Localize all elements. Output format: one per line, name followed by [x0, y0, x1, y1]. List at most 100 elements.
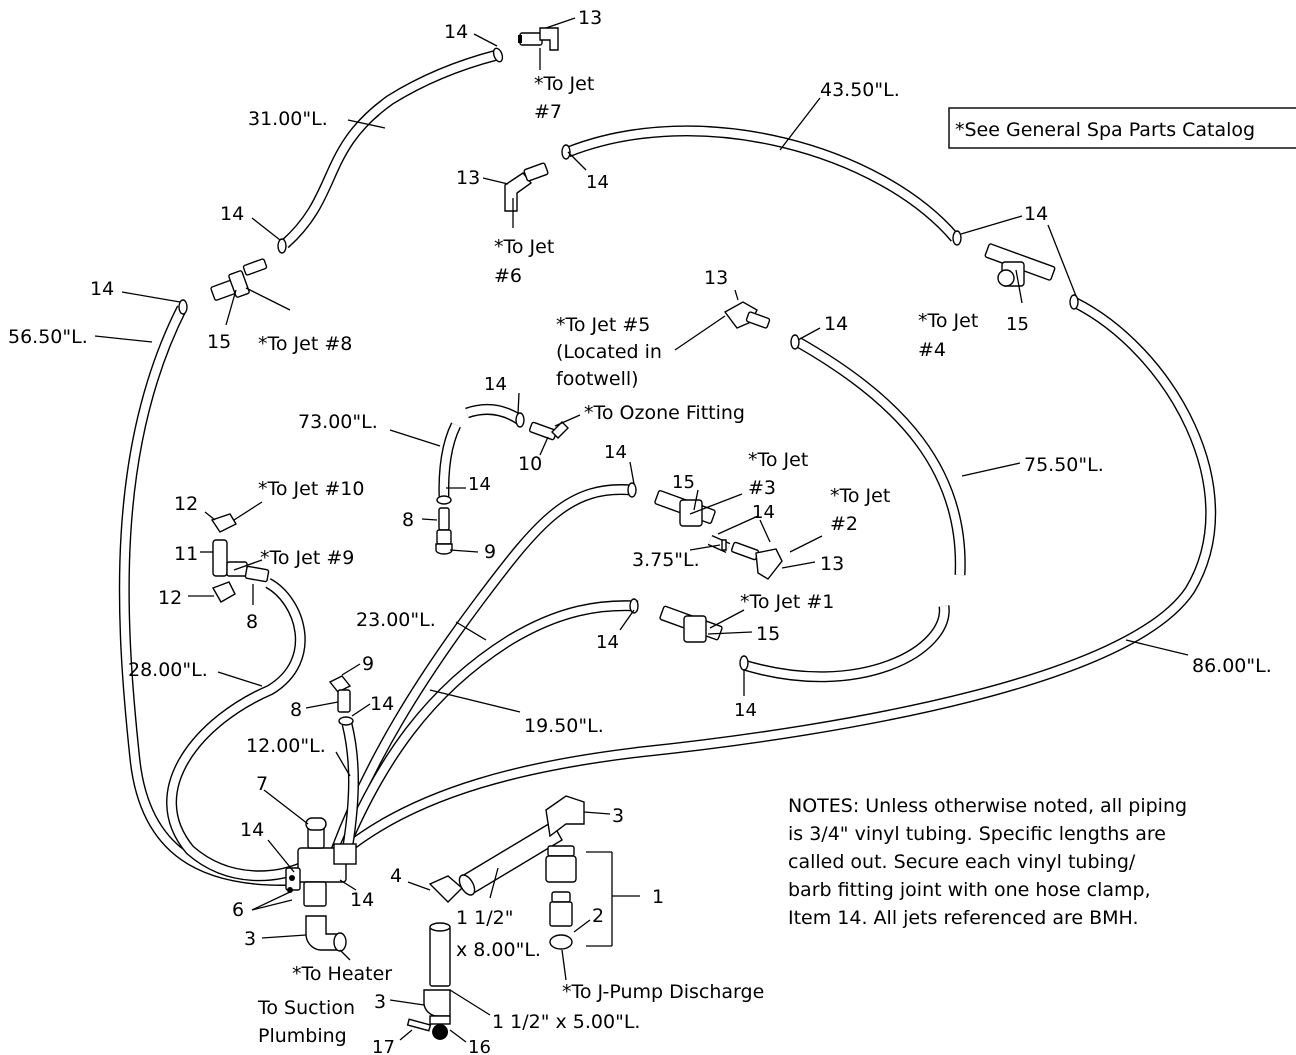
item-16: 16 [468, 1037, 491, 1055]
item-12: 12 [174, 493, 198, 515]
item-11: 11 [174, 543, 198, 565]
item-14: 14 [90, 278, 114, 300]
clamp-jet8-top [277, 238, 287, 254]
item-14: 14 [596, 632, 619, 653]
item-2: 2 [592, 905, 604, 927]
length-19: 19.50"L. [524, 715, 604, 737]
length-43: 43.50"L. [820, 79, 900, 101]
dest-jpump: *To J-Pump Discharge [562, 981, 764, 1003]
item-14: 14 [604, 442, 627, 463]
item-4: 4 [390, 865, 402, 887]
clamp-jet3 [627, 482, 637, 498]
dest-jet5-c: footwell) [556, 368, 639, 390]
item-13: 13 [578, 7, 602, 29]
clamp-jet1-left [629, 598, 639, 614]
dest-jet3-a: *To Jet [748, 449, 808, 471]
item-1: 1 [652, 886, 664, 908]
hose-86 [341, 297, 1217, 855]
length-12: 12.00"L. [246, 735, 326, 757]
hose-31 [281, 49, 499, 249]
clamp-ozone [515, 412, 525, 428]
clamp-jet4-right [1069, 294, 1079, 310]
catalog-note-box [948, 107, 1296, 149]
dest-jet7-b: #7 [534, 101, 562, 123]
hoses [118, 49, 1217, 886]
dest-jet4-a: *To Jet [918, 310, 978, 332]
item-17: 17 [372, 1037, 395, 1055]
item-14: 14 [240, 819, 264, 841]
item-14: 14 [1024, 203, 1048, 225]
clamp-73-bottom [436, 495, 452, 505]
item-3: 3 [374, 991, 386, 1013]
notes-line-5: Item 14. All jets referenced are BMH. [788, 907, 1139, 929]
item-9: 9 [484, 541, 496, 563]
length-28: 28.00"L. [128, 659, 208, 681]
item-8: 8 [402, 509, 414, 531]
clamp-jet5 [790, 334, 800, 350]
length-23: 23.00"L. [356, 609, 436, 631]
clamp-jet1-right [739, 655, 749, 671]
pipe-8-line2: x 8.00"L. [456, 939, 541, 961]
item-3: 3 [612, 805, 624, 827]
notes-line-4: barb fitting joint with one hose clamp, [788, 879, 1151, 901]
item-15: 15 [672, 472, 695, 493]
dest-jet3-b: #3 [748, 477, 776, 499]
item-3: 3 [244, 928, 256, 950]
length-31: 31.00"L. [248, 108, 328, 130]
dest-jet7-a: *To Jet [534, 73, 594, 95]
length-75: 75.50"L. [1024, 454, 1104, 476]
item-14: 14 [734, 700, 757, 721]
dest-jet4-b: #4 [918, 339, 946, 361]
dest-ozone: *To Ozone Fitting [584, 402, 745, 424]
notes-line-1: NOTES: Unless otherwise noted, all pipin… [788, 795, 1187, 817]
item-12: 12 [158, 587, 182, 609]
item-14: 14 [444, 21, 468, 43]
pipe-8-line1: 1 1/2" [456, 907, 513, 929]
item-13: 13 [820, 553, 844, 575]
fittings [178, 27, 1079, 1040]
dest-jet6-b: #6 [494, 265, 522, 287]
dest-jet10: *To Jet #10 [258, 478, 364, 500]
leaders [94, 17, 1189, 1043]
item-15: 15 [756, 623, 780, 645]
item-14: 14 [220, 203, 244, 225]
clamp-jet7 [492, 47, 504, 63]
length-86: 86.00"L. [1192, 655, 1272, 677]
item-14: 14 [824, 313, 848, 335]
clamp-jet2 [721, 539, 727, 551]
item-8: 8 [290, 699, 302, 721]
catalog-note: *See General Spa Parts Catalog [955, 119, 1255, 141]
length-375: 3.75"L. [632, 549, 700, 571]
item-9: 9 [362, 653, 374, 675]
item-10: 10 [518, 453, 542, 475]
notes-line-3: called out. Secure each vinyl tubing/ [788, 851, 1136, 873]
item-14: 14 [752, 502, 775, 523]
dest-jet9: *To Jet #9 [260, 547, 354, 569]
dest-jet2-b: #2 [830, 513, 858, 535]
item-8: 8 [246, 611, 258, 633]
item-14: 14 [468, 474, 491, 495]
clamp-jet6 [561, 144, 571, 160]
dest-jet8: *To Jet #8 [258, 333, 352, 355]
item-6: 6 [232, 899, 244, 921]
dest-heater: *To Heater [292, 963, 392, 985]
item-15: 15 [207, 331, 231, 353]
item-14: 14 [370, 693, 394, 715]
length-56: 56.50"L. [8, 326, 88, 348]
dest-jet1: *To Jet #1 [740, 591, 834, 613]
labels: 31.00"L. 43.50"L. 56.50"L. 73.00"L. 75.5… [8, 7, 1272, 1055]
clamp-jet4-left [952, 230, 962, 246]
clamp-12 [338, 716, 354, 726]
item-14: 14 [586, 172, 609, 193]
dest-jet2-a: *To Jet [830, 485, 890, 507]
dest-suction-b: Plumbing [258, 1025, 347, 1047]
hose-28 [166, 578, 308, 882]
item-15: 15 [1006, 314, 1029, 335]
clamp-jet8-left [178, 299, 188, 315]
item-14: 14 [350, 889, 374, 911]
pipe-5: 1 1/2" x 5.00"L. [492, 1011, 640, 1033]
hose-75 [795, 337, 966, 576]
dest-suction-a: To Suction [257, 997, 355, 1019]
dest-jet5-b: (Located in [556, 341, 662, 363]
